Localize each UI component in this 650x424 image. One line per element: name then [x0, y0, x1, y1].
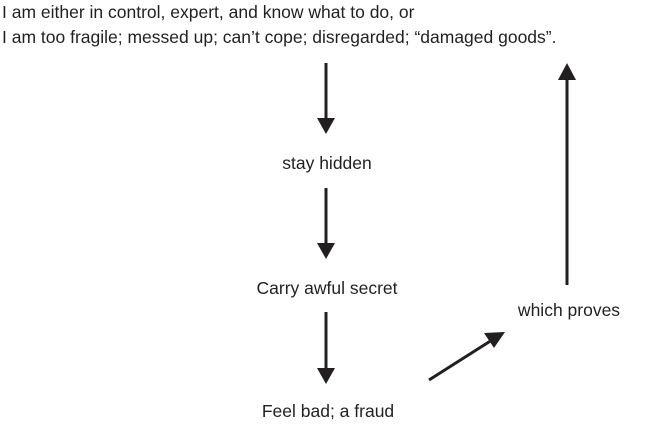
node-carry-secret: Carry awful secret — [256, 278, 398, 298]
statement-line-2: I am too fragile; messed up; can’t cope;… — [2, 27, 557, 47]
arrow-feel-to-proves — [428, 332, 505, 382]
node-which-proves: which proves — [517, 300, 621, 320]
node-feel-bad: Feel bad; a fraud — [261, 401, 395, 421]
statement-line-1: I am either in control, expert, and know… — [2, 2, 415, 22]
arrow-proves-to-statement — [558, 63, 576, 285]
arrow-statement-to-stay — [317, 63, 335, 134]
node-stay-hidden: stay hidden — [282, 153, 372, 173]
arrow-carry-to-feel — [317, 312, 335, 384]
arrow-stay-to-carry — [317, 188, 335, 259]
